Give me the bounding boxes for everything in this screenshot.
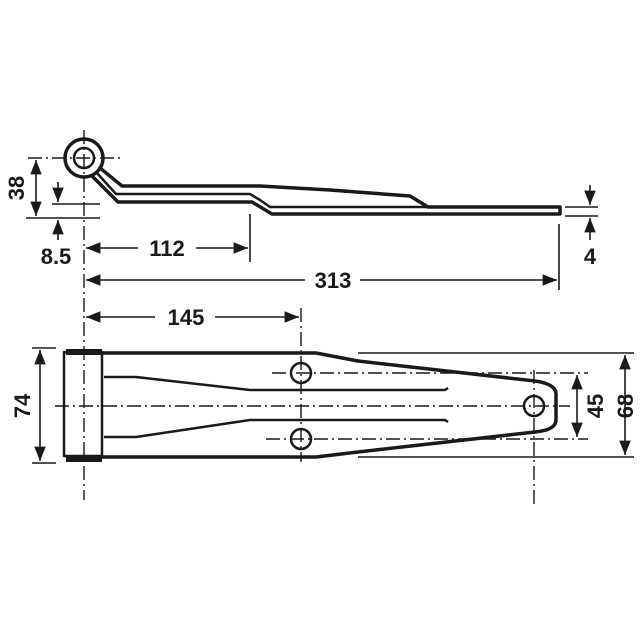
dim-thickness-label: 4 [584, 244, 597, 269]
dim-hole-distance-label: 145 [168, 305, 205, 330]
strap-top-outline [100, 351, 558, 459]
dim-hole-spacing-label: 45 [583, 394, 608, 418]
strap-outline [90, 166, 562, 216]
dim-bend-length-label: 112 [149, 236, 185, 261]
dim-tail-width-label: 68 [613, 394, 638, 418]
dim-knuckle-width-label: 74 [10, 393, 35, 418]
dim-height-label: 38 [4, 176, 29, 200]
top-view: 145 74 68 45 [10, 305, 638, 505]
dim-offset-label: 8.5 [41, 244, 72, 269]
dim-overall-length-label: 313 [315, 268, 352, 293]
knuckle-block [62, 350, 104, 458]
strap-inner-line [95, 171, 428, 209]
side-view: 38 8.5 112 313 4 [4, 130, 598, 500]
